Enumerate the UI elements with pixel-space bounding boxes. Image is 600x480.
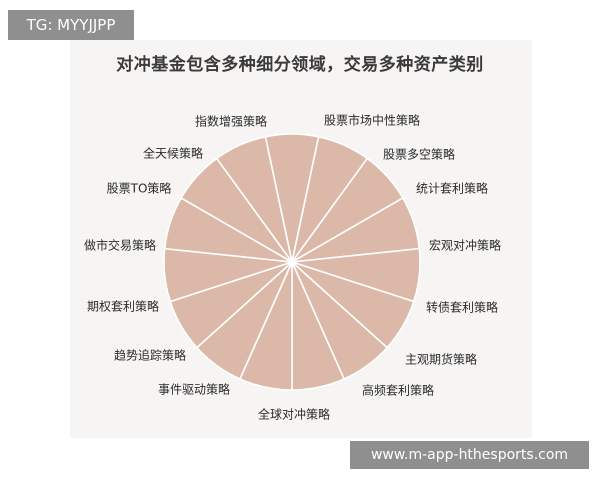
segment-label: 主观期货策略 xyxy=(405,352,477,367)
segment-label: 转债套利策略 xyxy=(426,300,498,315)
segment-label: 期权套利策略 xyxy=(87,299,159,314)
segment-label: 全天候策略 xyxy=(143,146,203,161)
segment-label: 宏观对冲策略 xyxy=(429,238,501,253)
wheel-segment xyxy=(215,135,293,263)
segment-label: 股票TO策略 xyxy=(107,181,172,196)
segment-label: 全球对冲策略 xyxy=(258,407,330,422)
watermark-top: TG: MYYJJPP xyxy=(8,10,134,40)
segment-label: 统计套利策略 xyxy=(416,181,488,196)
watermark-bottom: www.m-app-hthesports.com xyxy=(350,441,589,469)
segment-label: 趋势追踪策略 xyxy=(114,348,186,363)
segment-label: 事件驱动策略 xyxy=(158,382,230,397)
segment-label: 高频套利策略 xyxy=(362,383,434,398)
diagram-title: 对冲基金包含多种细分领域，交易多种资产类别 xyxy=(116,55,484,75)
segment-label: 股票市场中性策略 xyxy=(324,113,420,128)
segment-label: 做市交易策略 xyxy=(84,238,156,253)
segment-label: 指数增强策略 xyxy=(195,114,267,129)
segment-label: 股票多空策略 xyxy=(383,147,455,162)
